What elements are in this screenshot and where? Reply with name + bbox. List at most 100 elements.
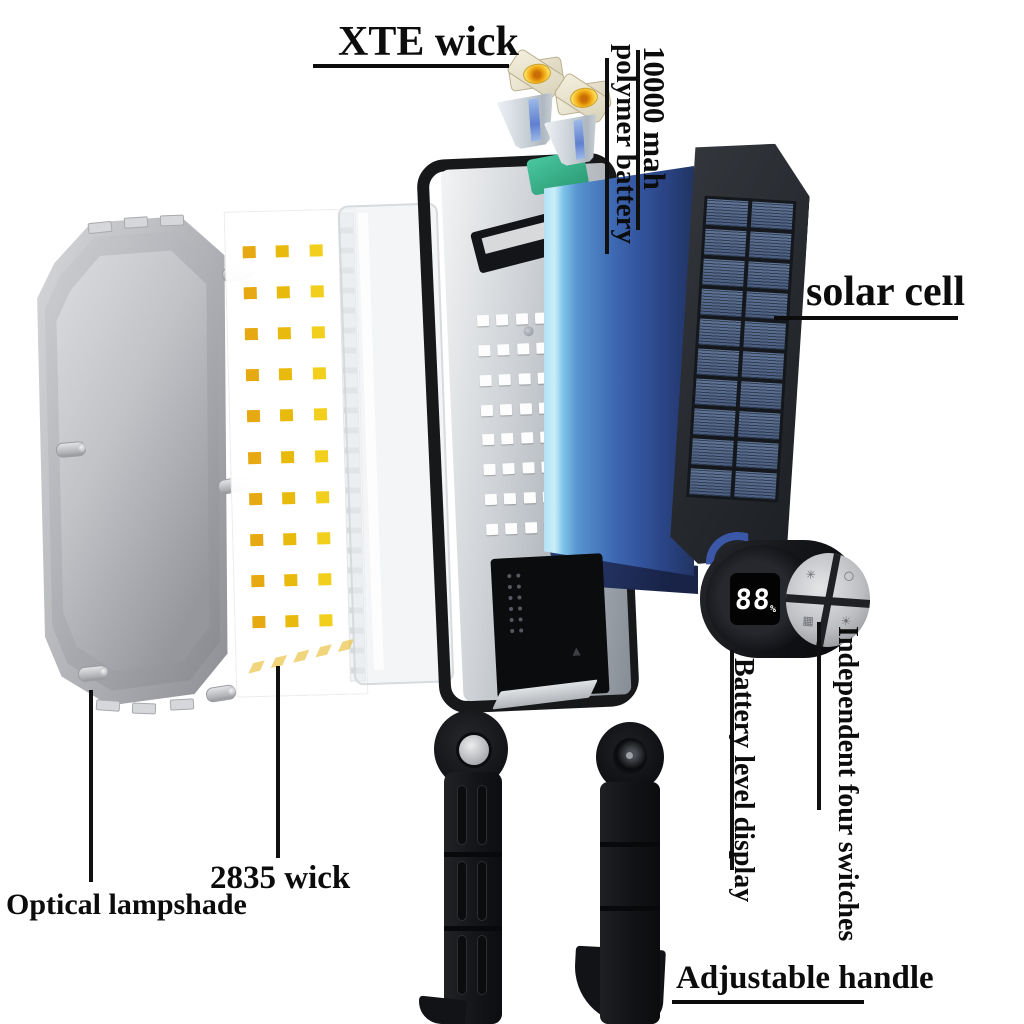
solar-cell-segment xyxy=(751,202,794,230)
optical-lampshade-part xyxy=(32,210,239,711)
leader-line-display xyxy=(730,650,734,870)
led-cell xyxy=(276,244,290,258)
right-handle-glint xyxy=(626,752,633,759)
led-grid xyxy=(232,229,343,643)
led-cell xyxy=(249,492,263,506)
perforation-hole xyxy=(520,432,534,445)
solar-cell-segment xyxy=(693,408,736,436)
led-cell xyxy=(250,533,264,547)
led-cell xyxy=(247,410,261,423)
leader-line-lampshade xyxy=(89,690,93,882)
underline-xte xyxy=(313,64,509,68)
perforation-hole xyxy=(500,403,513,416)
lampshade-peg xyxy=(55,440,87,459)
handle-groove xyxy=(478,786,486,844)
perforation-hole xyxy=(501,433,514,445)
label-xte-wick: XTE wick xyxy=(338,19,519,65)
led-cell xyxy=(283,532,297,546)
label-2835-wick: 2835 wick xyxy=(210,860,351,896)
perforation-hole xyxy=(485,523,499,535)
perforation-hole xyxy=(498,373,512,386)
leader-line-2835 xyxy=(276,666,280,858)
led-cell xyxy=(312,367,326,380)
led-cell xyxy=(281,450,295,463)
perforation-hole xyxy=(484,493,497,506)
handle-groove xyxy=(478,862,486,920)
led-cell xyxy=(309,243,323,257)
label-battery-capacity: 10000 mah xyxy=(637,46,672,190)
solar-cell-segment xyxy=(734,471,777,499)
handle-notch xyxy=(600,906,660,911)
solar-cell-segment xyxy=(699,319,742,347)
circle-icon: ○ xyxy=(843,568,855,583)
solar-cell-segment xyxy=(747,261,790,289)
solar-cell-segment xyxy=(736,441,779,469)
leader-line-battery-1 xyxy=(636,50,640,230)
led-cell xyxy=(311,326,325,339)
led-cell xyxy=(242,245,257,258)
led-foot-cell xyxy=(293,649,310,663)
handle-groove xyxy=(458,862,466,920)
led-panel-foot xyxy=(237,636,366,698)
lampshade-face xyxy=(52,246,218,677)
solar-cell-segment xyxy=(738,411,781,439)
solar-cell-segment xyxy=(742,351,785,379)
perforation-hole xyxy=(505,522,518,535)
led-cell xyxy=(278,327,292,340)
snowflake-icon: ✳ xyxy=(805,567,817,583)
label-battery-level-display: Battery level display xyxy=(728,658,759,903)
solar-cell-segment xyxy=(697,349,740,377)
perforation-hole xyxy=(476,315,490,327)
solar-cell-segment xyxy=(700,289,743,317)
battery-level-value: 88 xyxy=(733,583,772,616)
polymer-battery-part xyxy=(544,166,694,576)
led-cell xyxy=(279,368,293,381)
right-handle-body xyxy=(600,782,660,1024)
led-cell xyxy=(284,574,298,587)
led-cell xyxy=(245,369,260,382)
percent-sign: % xyxy=(769,604,776,615)
handle-notch xyxy=(444,926,502,931)
solar-cell-segment xyxy=(749,231,792,259)
pcb-pins xyxy=(507,573,525,637)
label-adjustable-handle: Adjustable handle xyxy=(676,960,934,996)
perforation-hole xyxy=(515,313,529,326)
lampshade-tab xyxy=(95,699,121,712)
led-cell xyxy=(313,408,327,421)
blue-mount-ring xyxy=(706,532,749,565)
handle-notch xyxy=(600,842,660,847)
perforation-hole xyxy=(519,402,532,415)
led-cell xyxy=(316,532,331,545)
lampshade-peg xyxy=(205,683,237,704)
led-cell xyxy=(280,409,294,422)
handle-groove xyxy=(458,786,466,844)
leader-line-switches xyxy=(817,622,821,810)
label-optical-lampshade: Optical lampshade xyxy=(6,888,247,921)
led-foot-cell xyxy=(315,644,332,658)
pcb-triangle-mark: ▲ xyxy=(569,644,584,661)
battery-level-screen: 88 % xyxy=(730,573,780,625)
ghost-frame-rib xyxy=(357,212,384,670)
control-pcb-part: ▲ xyxy=(490,553,610,699)
lampshade-tab xyxy=(169,698,195,711)
perforation-hole xyxy=(479,374,492,387)
solar-cell-segment xyxy=(743,321,786,349)
led-cell xyxy=(282,491,296,505)
perforation-hole xyxy=(480,404,493,417)
perforation-hole xyxy=(502,463,516,475)
led-cell xyxy=(244,327,259,341)
perforation-hole xyxy=(477,345,491,357)
label-solar-cell: solar cell xyxy=(806,269,966,315)
xte-led-chip xyxy=(552,71,614,125)
lampshade-tab xyxy=(159,214,185,227)
led-foot-cell xyxy=(248,660,265,674)
led-cell xyxy=(248,451,262,464)
solar-cell-segment xyxy=(706,199,749,227)
left-handle-body xyxy=(444,772,502,1024)
handle-groove xyxy=(478,936,486,994)
solar-cell-segment xyxy=(689,468,732,496)
led-cell xyxy=(277,285,291,299)
lampshade-tab xyxy=(131,702,157,715)
handle-groove xyxy=(458,936,466,994)
